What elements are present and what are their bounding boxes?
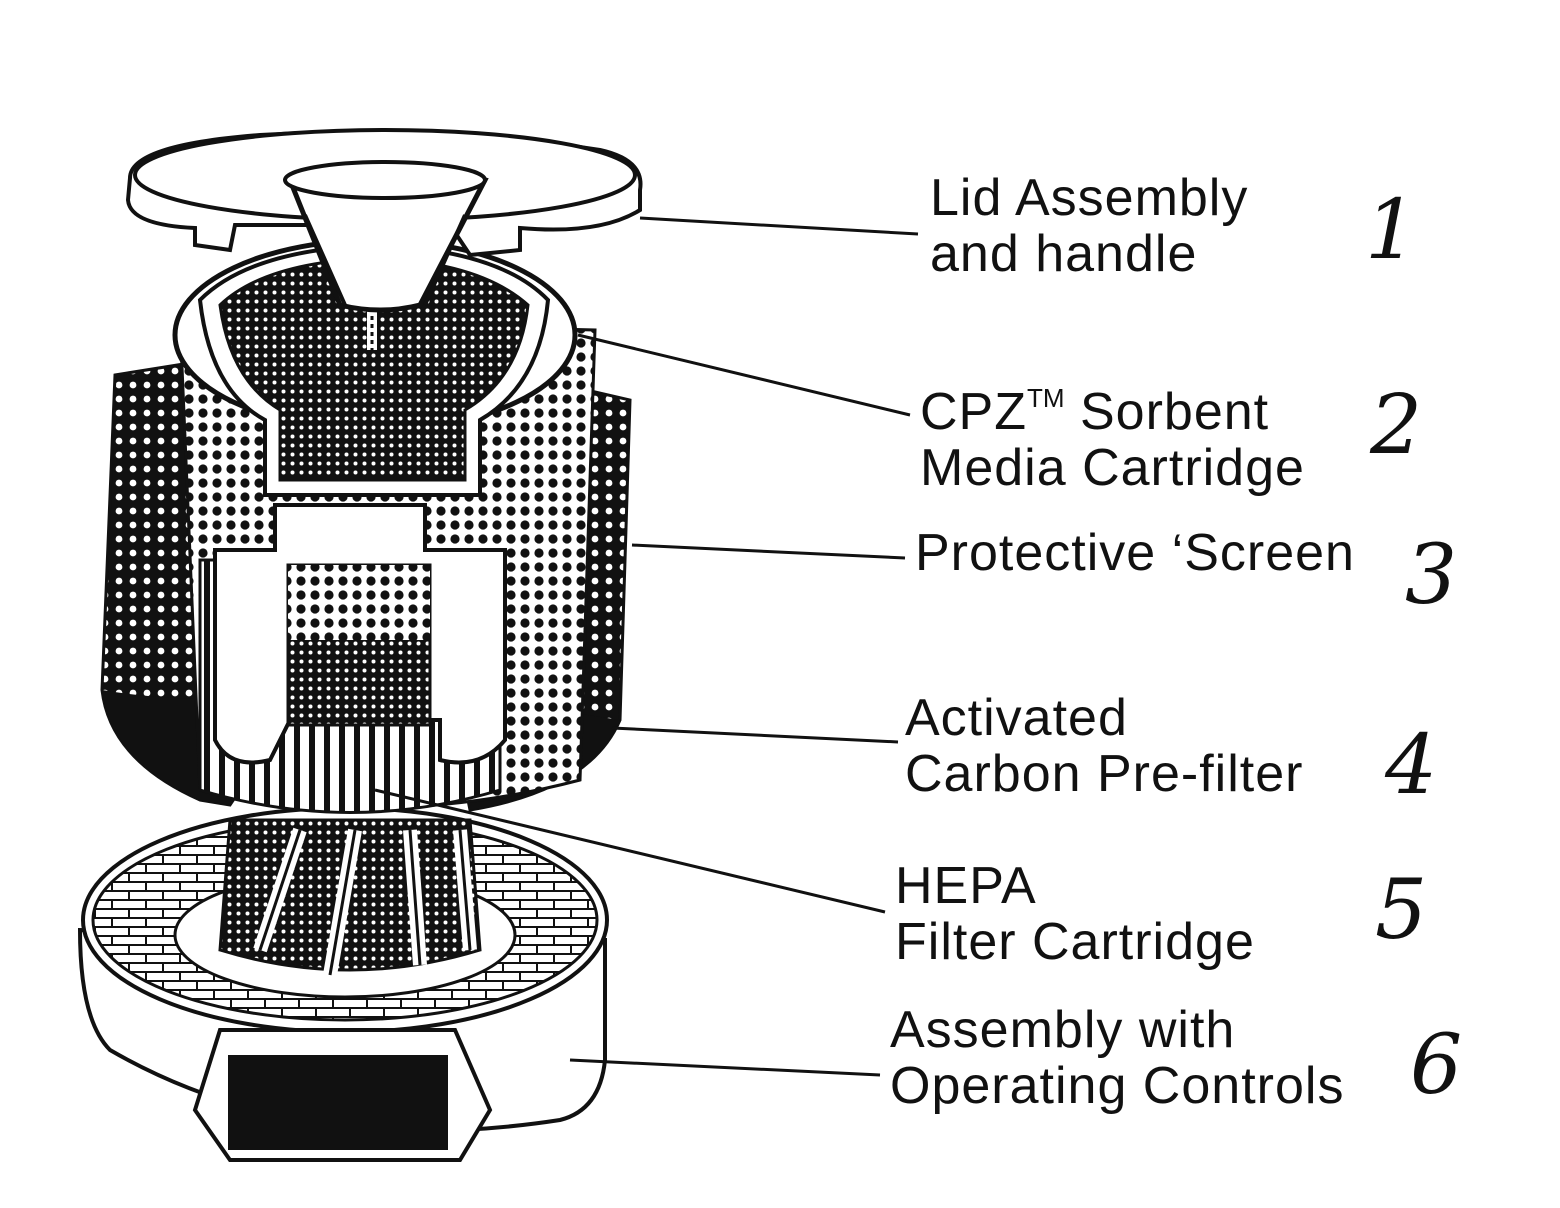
label-6-line-2: Operating Controls [890, 1057, 1345, 1115]
sorbent-media-cartridge [198, 503, 507, 814]
label-carbon-prefilter: Activated Carbon Pre-filter [905, 690, 1303, 802]
label-operating-controls: Assembly with Operating Controls [890, 1002, 1344, 1114]
callout-number-4: 4 [1385, 718, 1438, 813]
label-1-line-1: Lid Assembly [930, 169, 1249, 227]
leader-line-5 [374, 788, 886, 914]
leader-line-4 [611, 726, 899, 744]
label-protective-screen: Protective ‘Screen [915, 525, 1355, 581]
label-4-line-1: Activated [905, 689, 1128, 747]
callout-number-3: 3 [1405, 528, 1458, 623]
callout-number-5: 5 [1375, 863, 1428, 958]
leader-line-3 [631, 543, 906, 560]
label-sorbent-cartridge: CPZTM Sorbent Media Cartridge [920, 370, 1305, 496]
leader-line-2 [577, 333, 911, 417]
label-2-line-1-rest: Sorbent [1064, 383, 1270, 441]
trademark-mark: TM [1027, 383, 1065, 413]
leader-line-1 [639, 216, 919, 236]
leader-line-6 [569, 1058, 881, 1077]
lid-assembly [125, 128, 643, 497]
label-3-line-1: Protective ‘Screen [915, 524, 1355, 582]
control-panel [228, 1055, 448, 1150]
callout-number-6: 6 [1410, 1018, 1463, 1113]
label-2-line-2: Media Cartridge [920, 439, 1305, 497]
label-1-line-2: and handle [930, 225, 1198, 283]
label-6-line-1: Assembly with [890, 1001, 1236, 1059]
label-5-line-2: Filter Cartridge [895, 913, 1255, 971]
label-2-line-1-brand: CPZ [920, 383, 1027, 441]
label-lid-assembly: Lid Assembly and handle [930, 170, 1248, 282]
hepa-filter-cartridge [218, 818, 482, 977]
label-hepa-cartridge: HEPA Filter Cartridge [895, 858, 1255, 970]
leader-lines [374, 216, 919, 1077]
label-4-line-2: Carbon Pre-filter [905, 745, 1304, 803]
label-5-line-1: HEPA [895, 857, 1037, 915]
label-2-line-1: CPZTM Sorbent [920, 370, 1305, 440]
callout-number-1: 1 [1365, 183, 1418, 278]
callout-number-2: 2 [1370, 378, 1423, 473]
